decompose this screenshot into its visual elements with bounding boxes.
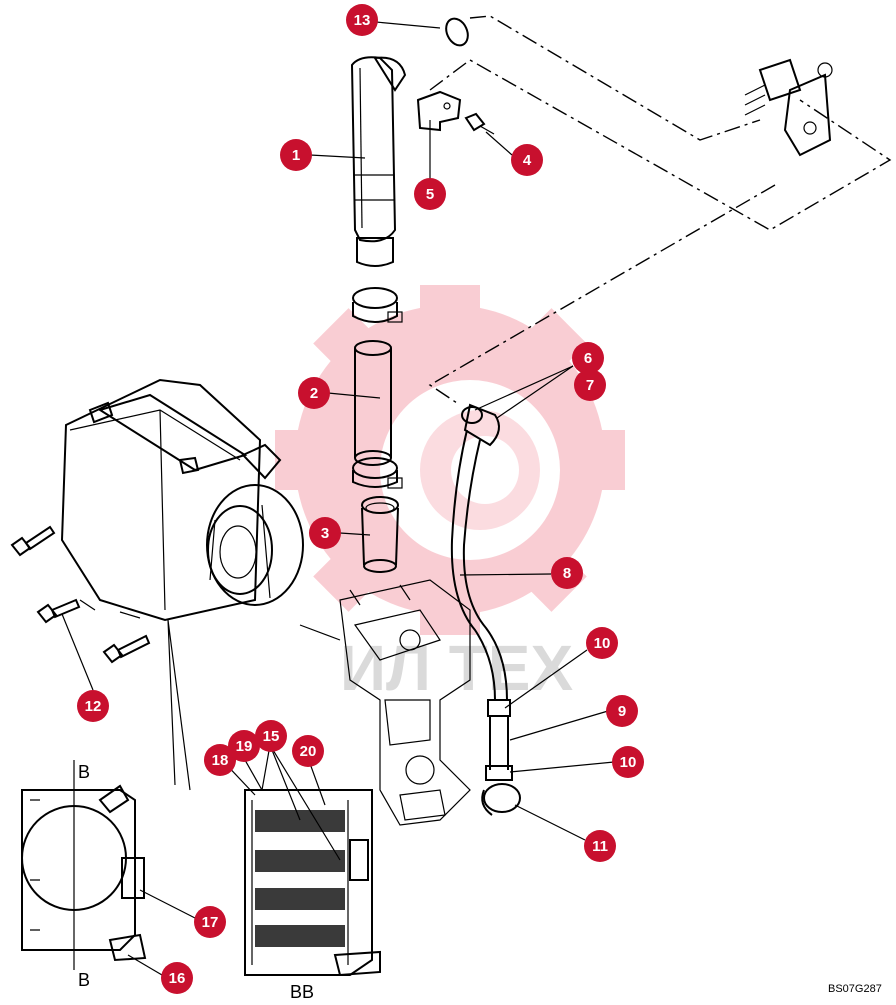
watermark-ring — [420, 410, 540, 530]
mounting-bracket — [416, 90, 462, 132]
svg-text:10: 10 — [594, 635, 611, 652]
svg-text:5: 5 — [426, 186, 434, 203]
callout-3: 3 — [309, 517, 341, 549]
svg-text:2: 2 — [310, 385, 318, 402]
filter-element-4 — [255, 925, 345, 947]
svg-text:12: 12 — [85, 698, 102, 715]
svg-text:11: 11 — [592, 838, 608, 855]
section-leaders — [167, 619, 191, 791]
filter-housing — [60, 378, 304, 622]
callouts: 13 1 4 5 6 7 2 3 8 10 9 10 11 12 18 19 1… — [77, 4, 644, 994]
safety-element — [255, 888, 345, 910]
connection-lines — [428, 15, 892, 406]
dust-valve — [349, 839, 369, 881]
hose-adapter — [361, 496, 399, 573]
svg-text:20: 20 — [300, 743, 317, 760]
callout-8: 8 — [551, 557, 583, 589]
callout-19: 19 — [228, 730, 260, 762]
callout-18: 18 — [204, 744, 236, 776]
bolt — [464, 112, 495, 135]
callout-13: 12 — [77, 690, 109, 722]
svg-text:8: 8 — [563, 565, 571, 582]
callout-2: 2 — [298, 377, 330, 409]
dashline-oring — [469, 15, 761, 141]
inner-filter-element — [255, 850, 345, 872]
callout-6: 6 — [572, 342, 604, 374]
connector-hose — [485, 699, 513, 781]
callout-20: 20 — [292, 735, 324, 767]
section-view-bb — [244, 789, 381, 977]
watermark-text: ИЛ ТЕХ — [340, 632, 573, 704]
drawing-code: BS07G287 — [828, 983, 882, 995]
callout-5: 5 — [414, 178, 446, 210]
callout-16: 16 — [161, 962, 193, 994]
watermark-ring-hole — [451, 436, 519, 504]
callout-9: 9 — [606, 695, 638, 727]
outer-filter-element — [255, 810, 345, 832]
intake-hose — [354, 340, 392, 466]
air-intake-tube — [350, 56, 407, 267]
section-label-b-bottom: B — [78, 970, 90, 990]
callout-10-top: 10 — [586, 627, 618, 659]
valve-fitting — [744, 58, 833, 157]
elbow-fitting — [461, 403, 500, 447]
dashline-elbow — [428, 184, 776, 406]
svg-text:17: 17 — [202, 914, 219, 931]
svg-text:1: 1 — [292, 147, 300, 164]
callout-7: 7 — [574, 369, 606, 401]
watermark-gear-hole — [380, 380, 560, 560]
callout-17: 17 — [194, 906, 226, 938]
dashline-bracket — [429, 59, 892, 231]
callout-4: 4 — [511, 144, 543, 176]
section-label-b-top: B — [78, 762, 90, 782]
section-view-b — [21, 760, 147, 970]
section-label-bb: BB — [290, 982, 314, 1000]
svg-text:9: 9 — [618, 703, 626, 720]
callout-10-bottom: 10 — [612, 746, 644, 778]
svg-text:3: 3 — [321, 525, 329, 542]
leader-lines — [61, 21, 615, 976]
svg-text:15: 15 — [263, 728, 280, 745]
svg-text:7: 7 — [586, 377, 594, 394]
callout-15: 15 — [255, 720, 287, 752]
watermark-gear-icon — [275, 285, 625, 635]
callout-11: 11 — [584, 830, 616, 862]
cover-bolts — [10, 525, 151, 664]
intake-manifold — [299, 579, 471, 826]
callout-1: 1 — [280, 139, 312, 171]
svg-text:6: 6 — [584, 350, 592, 367]
elbow-connector — [481, 783, 521, 816]
breather-tube — [450, 429, 508, 701]
hose-clamp-upper — [352, 287, 403, 323]
o-ring — [445, 17, 469, 47]
svg-text:4: 4 — [523, 152, 532, 169]
svg-text:18: 18 — [212, 752, 229, 769]
watermark — [275, 285, 625, 635]
svg-text:13: 13 — [354, 12, 371, 29]
callout-12: 13 — [346, 4, 378, 36]
svg-text:16: 16 — [169, 970, 186, 987]
svg-text:10: 10 — [620, 754, 637, 771]
svg-text:19: 19 — [236, 738, 253, 755]
hose-clamp-lower — [352, 457, 403, 489]
